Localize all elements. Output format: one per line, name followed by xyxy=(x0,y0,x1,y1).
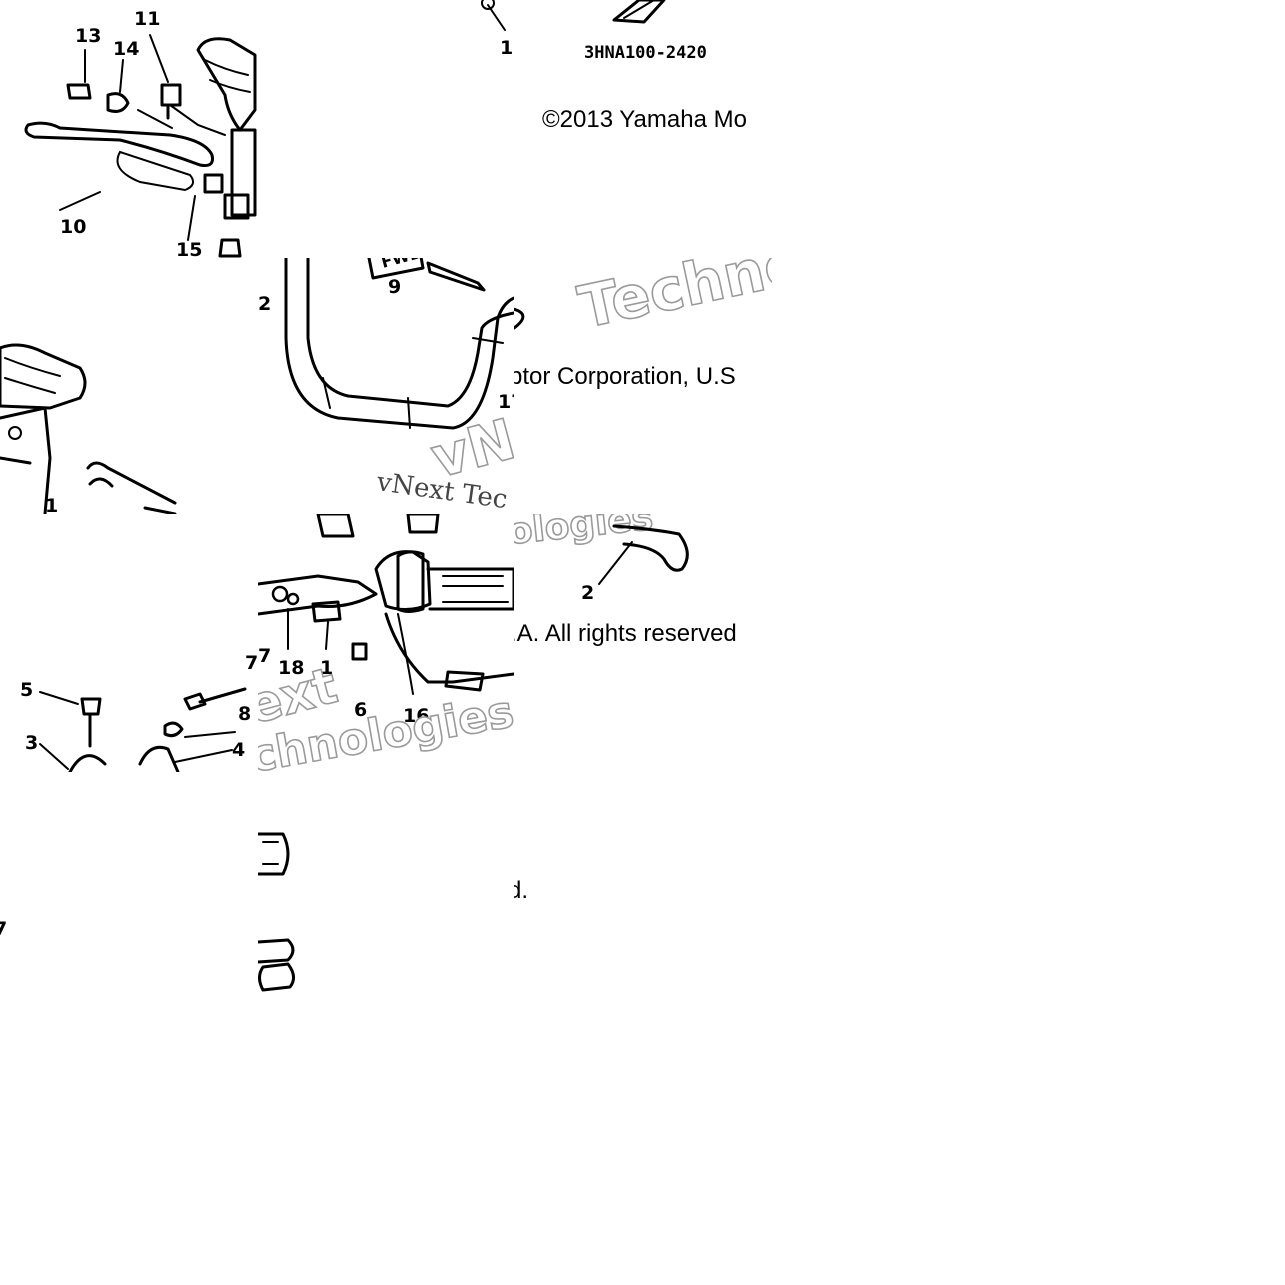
tile-fragment-top: 12 xyxy=(430,0,514,60)
callout-16: 16 xyxy=(403,705,429,727)
callout-12: 12 xyxy=(500,37,514,59)
watermark-techno: Technc xyxy=(573,258,772,342)
copyright-line-3: .A. All rights reserved xyxy=(514,620,737,647)
watermark-vne: vNe xyxy=(425,397,514,491)
callout-8: 8 xyxy=(238,703,251,725)
tile-brake-lever: 13 14 11 10 15 xyxy=(0,0,258,258)
callout-10: 10 xyxy=(60,216,86,238)
callout-15: 15 xyxy=(176,239,202,258)
callout-9: 9 xyxy=(388,276,401,298)
callout-11: 11 xyxy=(134,8,160,30)
tile-handlebar: FWD 9 2 17 vNext Tec vNe xyxy=(258,258,514,514)
callout-3: 3 xyxy=(25,732,38,754)
copyright-line-1: ©2013 Yamaha Mo xyxy=(542,106,747,133)
part-code: 3HNA100-2420 xyxy=(584,43,707,63)
callout-5: 5 xyxy=(20,679,33,701)
tile-right-lower: ologies 2 .A. All rights reserved xyxy=(514,514,772,772)
copyright-line-4: d. xyxy=(514,877,528,904)
callout-14: 14 xyxy=(113,38,139,60)
callout-13: 13 xyxy=(75,25,101,47)
callout-7-mid: 7 xyxy=(258,645,271,667)
callout-7-bottom: 7 xyxy=(0,918,7,940)
callout-6: 6 xyxy=(354,699,367,721)
callout-18: 18 xyxy=(278,657,304,679)
callout-7-top: 7 xyxy=(245,652,258,674)
callout-1: 1 xyxy=(45,495,58,514)
callout-2-top: 2 xyxy=(258,293,271,315)
tile-top-center: 3HNA100-2420 ©2013 Yamaha Mo xyxy=(514,0,772,258)
callout-17: 17 xyxy=(498,391,514,413)
tile-bottom-left: 7 xyxy=(0,772,258,1028)
tile-brackets: 5 3 8 4 7 xyxy=(0,514,258,772)
tile-throttle: 18 1 6 16 7 ext chnologies xyxy=(258,514,514,772)
tile-copyright-end: d. xyxy=(514,772,772,1028)
tile-grip-ends xyxy=(258,772,514,1028)
watermark-ext: ext xyxy=(258,656,343,735)
callout-4: 4 xyxy=(232,739,245,761)
copyright-line-2: ptor Corporation, U.S xyxy=(514,363,736,390)
callout-2-bottom: 2 xyxy=(581,582,594,604)
watermark-ologies: ologies xyxy=(514,514,655,553)
callout-1-mid: 1 xyxy=(320,657,333,679)
tile-right-middle: Technc ptor Corporation, U.S xyxy=(514,258,772,514)
tile-master-cylinder: 1 xyxy=(0,258,258,514)
